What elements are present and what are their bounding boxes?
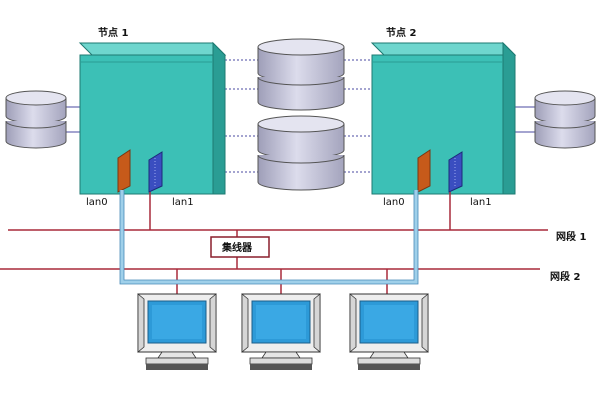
server-node-2: [370, 41, 517, 195]
disk-icon: [5, 90, 67, 149]
monitor-icon: [241, 293, 321, 370]
node-1-lan1-label: lan1: [172, 197, 194, 208]
nic-icon: [417, 149, 431, 193]
nic-icon: [148, 151, 163, 193]
server-node-1: [78, 41, 227, 195]
disk-icon: [534, 90, 596, 149]
segment-1-label: 网段 1: [556, 230, 586, 243]
segment-2-label: 网段 2: [550, 270, 580, 283]
hub-label: 集线器: [221, 241, 253, 254]
node-1-lan0-label: lan0: [86, 197, 108, 208]
node-2-lan0-label: lan0: [383, 197, 405, 208]
disk-icon: [257, 154, 345, 191]
disk-icon: [257, 76, 345, 111]
local-disk-links: [66, 106, 535, 133]
node-2-label: 节点 2: [386, 26, 416, 39]
monitor-icon: [137, 293, 217, 370]
monitor-icon: [349, 293, 429, 370]
shared-disk-links: [225, 59, 372, 173]
lan1-drops: [149, 192, 451, 230]
node-2-lan1-label: lan1: [470, 197, 492, 208]
node-1-label: 节点 1: [98, 26, 128, 39]
heartbeat-cable: [120, 190, 418, 284]
nic-icon: [117, 149, 131, 193]
disk-icon: [257, 38, 345, 82]
heartbeat-cable-edge: [119, 190, 419, 285]
disk-icon: [257, 115, 345, 159]
nic-icon: [448, 151, 463, 193]
hub-icon: [210, 236, 270, 258]
